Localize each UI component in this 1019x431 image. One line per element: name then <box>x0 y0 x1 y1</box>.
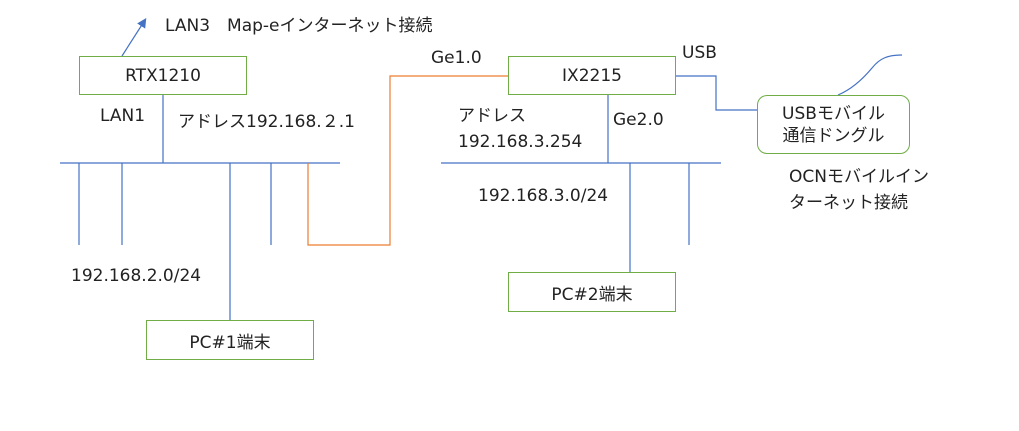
lan1-label: LAN1 <box>100 106 146 126</box>
dongle-line1: USBモバイル <box>782 103 885 124</box>
rtx1210-label: RTX1210 <box>125 65 201 86</box>
ix2215-label: IX2215 <box>562 65 622 86</box>
left-subnet-label: 192.168.2.0/24 <box>71 266 202 286</box>
usb-label: USB <box>682 43 717 63</box>
antenna-curve-icon <box>837 54 903 96</box>
pc1-box[interactable]: PC#1端末 <box>146 320 314 360</box>
rtx-address-label: アドレス192.168.２.1 <box>178 112 355 132</box>
ocn-line2: ターネット接続 <box>789 193 908 213</box>
usb-link <box>675 75 757 111</box>
usb-dongle-box[interactable]: USBモバイル 通信ドングル <box>757 95 910 154</box>
ge10-label: Ge1.0 <box>431 48 482 68</box>
ge20-label: Ge2.0 <box>613 110 664 130</box>
rtx1210-box[interactable]: RTX1210 <box>79 56 247 95</box>
ix2215-box[interactable]: IX2215 <box>508 56 676 95</box>
dongle-line2: 通信ドングル <box>782 125 885 146</box>
right-subnet-label: 192.168.3.0/24 <box>478 186 609 206</box>
ge10-link <box>307 75 508 246</box>
pc1-label: PC#1端末 <box>189 332 271 353</box>
ix-address-value: 192.168.3.254 <box>458 132 583 152</box>
lan3-label: LAN3 Map-eインターネット接続 <box>165 16 433 36</box>
pc2-box[interactable]: PC#2端末 <box>508 272 676 312</box>
ocn-line1: OCNモバイルイン <box>789 167 929 187</box>
arrow-up-right-icon <box>121 17 147 57</box>
ix-address-label: アドレス <box>458 106 526 126</box>
pc2-label: PC#2端末 <box>551 284 633 305</box>
